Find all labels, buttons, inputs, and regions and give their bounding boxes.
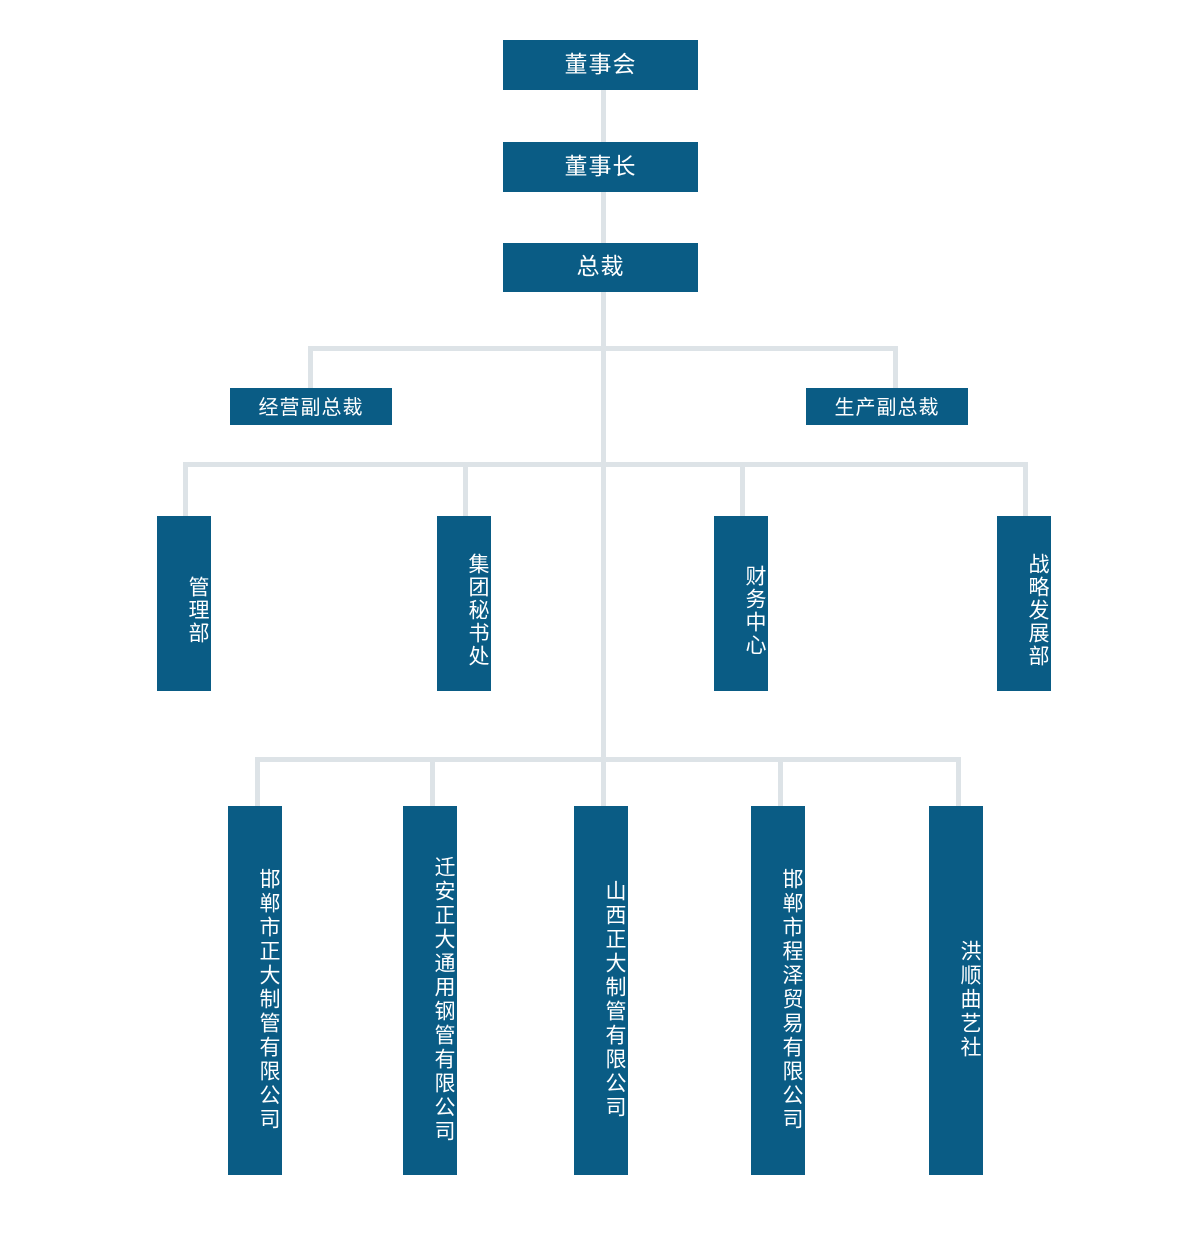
node-vp-operations[interactable]: 经营副总裁 bbox=[230, 388, 392, 425]
connector-vp-bus bbox=[308, 346, 898, 351]
connector-drop-sub-handan-zhengda bbox=[255, 757, 260, 807]
connector-chairman-president bbox=[601, 192, 606, 243]
connector-drop-vp-operations bbox=[308, 346, 313, 388]
node-dept-secretariat[interactable]: 集团秘书处 bbox=[437, 516, 491, 691]
connector-board-chairman bbox=[601, 90, 606, 142]
node-president[interactable]: 总裁 bbox=[503, 243, 698, 292]
connector-drop-vp-production bbox=[893, 346, 898, 388]
node-sub-handan-zhengda[interactable]: 邯郸市正大制管有限公司 bbox=[228, 806, 282, 1175]
node-chairman[interactable]: 董事长 bbox=[503, 142, 698, 192]
node-dept-management[interactable]: 管理部 bbox=[157, 516, 211, 691]
connector-drop-dept-finance bbox=[740, 462, 745, 517]
connector-president-trunk bbox=[601, 292, 606, 762]
connector-drop-sub-handan-chengze bbox=[778, 757, 783, 807]
connector-drop-dept-management bbox=[183, 462, 188, 517]
node-sub-shanxi-zhengda[interactable]: 山西正大制管有限公司 bbox=[574, 806, 628, 1175]
connector-drop-sub-hongshun bbox=[956, 757, 961, 807]
connector-drop-sub-shanxi-zhengda bbox=[601, 757, 606, 807]
node-sub-handan-chengze[interactable]: 邯郸市程泽贸易有限公司 bbox=[751, 806, 805, 1175]
connector-department-bus bbox=[183, 462, 1028, 467]
node-sub-hongshun[interactable]: 洪顺曲艺社 bbox=[929, 806, 983, 1175]
connector-subsidiary-bus bbox=[255, 757, 958, 762]
node-dept-strategy[interactable]: 战略发展部 bbox=[997, 516, 1051, 691]
connector-drop-dept-secretariat bbox=[463, 462, 468, 517]
node-dept-finance[interactable]: 财务中心 bbox=[714, 516, 768, 691]
node-sub-qianan-zhengda[interactable]: 迁安正大通用钢管有限公司 bbox=[403, 806, 457, 1175]
node-vp-production[interactable]: 生产副总裁 bbox=[806, 388, 968, 425]
connector-drop-sub-qianan-zhengda bbox=[430, 757, 435, 807]
connector-drop-dept-strategy bbox=[1023, 462, 1028, 517]
node-board[interactable]: 董事会 bbox=[503, 40, 698, 90]
